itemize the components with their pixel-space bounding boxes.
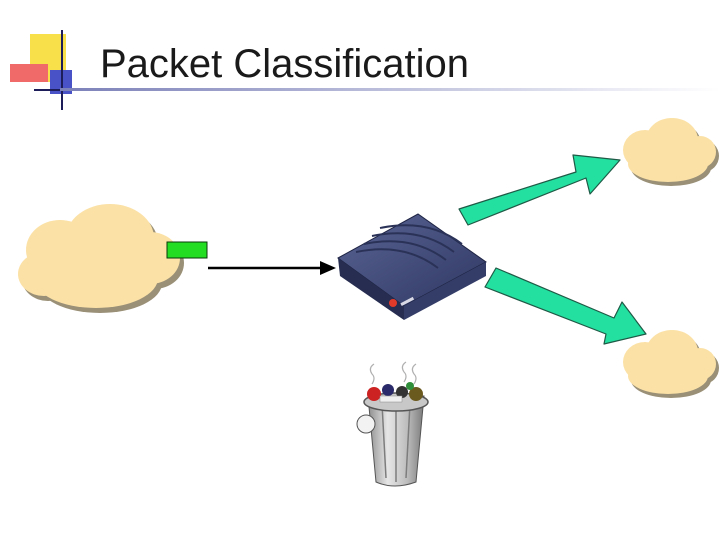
cloud-icon bbox=[623, 118, 719, 186]
packet-icon bbox=[166, 241, 208, 259]
router-icon bbox=[337, 213, 487, 320]
title-underline bbox=[60, 88, 720, 91]
route-arrow bbox=[458, 154, 621, 226]
link-arrow bbox=[208, 261, 336, 275]
page-title: Packet Classification bbox=[100, 42, 470, 86]
route-arrow bbox=[484, 267, 647, 345]
corner-squares-logo bbox=[10, 30, 100, 110]
cloud-icon bbox=[18, 204, 184, 313]
cloud-icon bbox=[623, 330, 719, 398]
trash-can-icon bbox=[356, 361, 429, 487]
